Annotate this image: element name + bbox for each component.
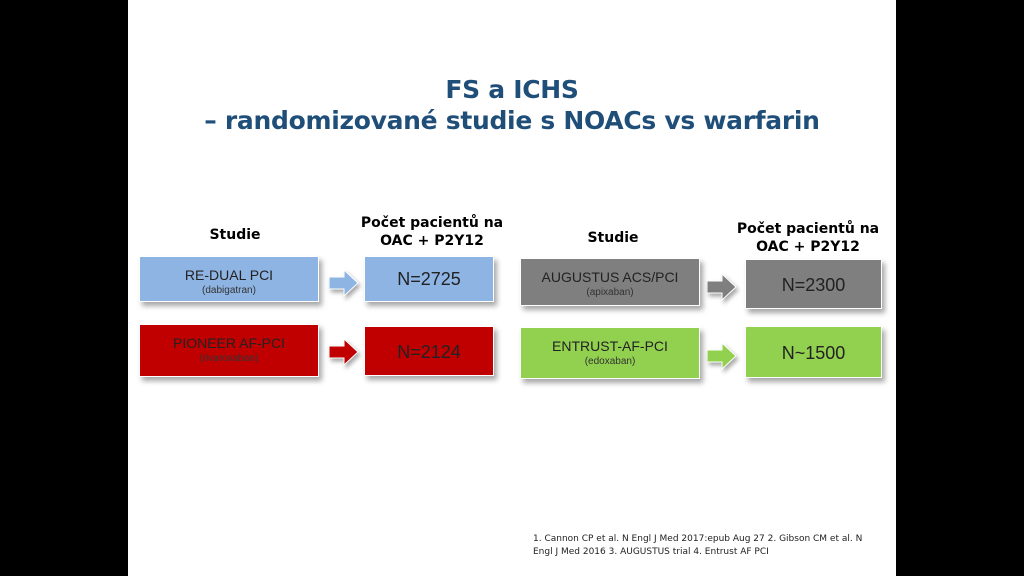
- study-name: ENTRUST-AF-PCI: [552, 338, 668, 354]
- arrow-right-icon: [707, 272, 737, 302]
- count-box-entrust: N~1500: [745, 326, 882, 378]
- header-pocet-left: Počet pacientů na OAC + P2Y12: [352, 214, 512, 250]
- header-studie-left: Studie: [209, 227, 261, 243]
- count-box-re-dual-pci: N=2725: [364, 256, 494, 302]
- study-box-pioneer-af-pci: PIONEER AF-PCI (rivaroxaban): [139, 324, 319, 377]
- header-studie-right: Studie: [587, 230, 639, 246]
- reference-line-2: Engl J Med 2016 3. AUGUSTUS trial 4. Ent…: [533, 547, 769, 557]
- slide: FS a ICHS – randomizované studie s NOACs…: [128, 0, 896, 576]
- header-pocet-right: Počet pacientů na OAC + P2Y12: [728, 220, 888, 256]
- study-name: PIONEER AF-PCI: [172, 335, 286, 351]
- study-drug: (dabigatran): [202, 285, 256, 296]
- arrow-right-icon: [329, 337, 359, 367]
- study-drug: (edoxaban): [584, 356, 636, 367]
- references: 1. Cannon CP et al. N Engl J Med 2017:ep…: [533, 533, 873, 559]
- count-box-pioneer-af-pci: N=2124: [364, 326, 494, 376]
- count-value: N~1500: [781, 343, 846, 363]
- title-line-2: – randomizované studie s NOACs vs warfar…: [204, 106, 820, 135]
- study-box-entrust: ENTRUST-AF-PCI (edoxaban): [520, 327, 700, 379]
- count-box-augustus: N=2300: [745, 259, 882, 309]
- study-box-augustus: AUGUSTUS ACS/PCI (apixaban): [520, 258, 700, 306]
- count-value: N=2300: [781, 275, 846, 295]
- slide-title: FS a ICHS – randomizované studie s NOACs…: [128, 74, 896, 136]
- count-value: N=2124: [397, 342, 461, 362]
- arrow-right-icon: [329, 268, 359, 298]
- count-value: N=2725: [397, 269, 461, 289]
- reference-line-1: 1. Cannon CP et al. N Engl J Med 2017:ep…: [533, 534, 863, 544]
- study-name: RE-DUAL PCI: [184, 267, 274, 283]
- header-pocet-left-line2: OAC + P2Y12: [380, 233, 484, 249]
- arrow-right-icon: [707, 341, 737, 371]
- study-name: AUGUSTUS ACS/PCI: [541, 269, 679, 285]
- title-line-1: FS a ICHS: [445, 75, 579, 104]
- study-drug: (rivaroxaban): [199, 353, 259, 364]
- header-pocet-left-line1: Počet pacientů na: [360, 215, 504, 231]
- header-pocet-right-line1: Počet pacientů na: [736, 221, 880, 237]
- study-drug: (apixaban): [586, 287, 634, 298]
- header-pocet-right-line2: OAC + P2Y12: [756, 239, 860, 255]
- study-box-re-dual-pci: RE-DUAL PCI (dabigatran): [139, 256, 319, 302]
